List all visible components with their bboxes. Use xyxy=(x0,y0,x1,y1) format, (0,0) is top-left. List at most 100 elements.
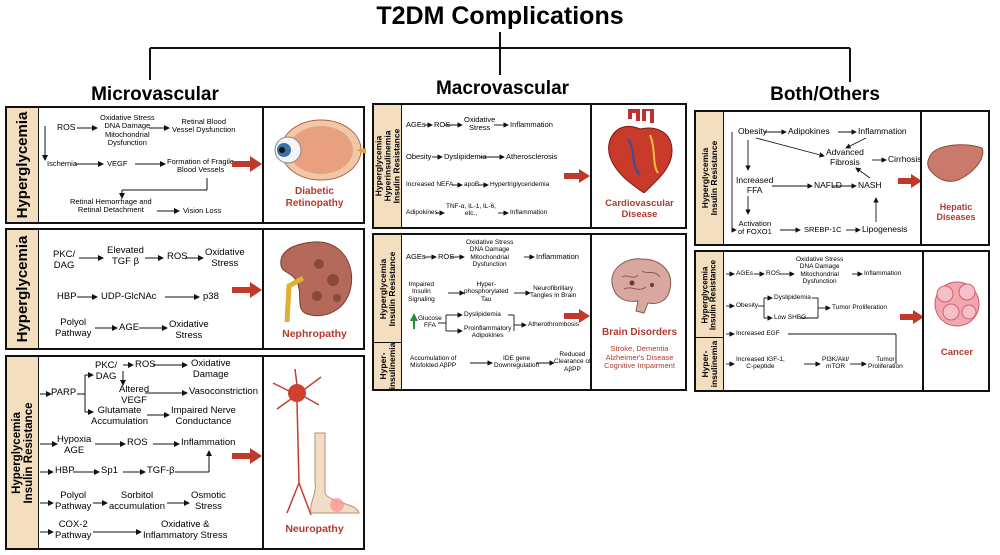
neuropathy-label: Neuropathy xyxy=(285,523,344,535)
brain-icon xyxy=(611,258,672,314)
column-heading-macrovascular: Macrovascular xyxy=(435,78,570,99)
cancer-low-shbg: Low SHBG xyxy=(774,314,807,321)
cardio-red-arrow xyxy=(564,169,590,183)
cardio-ages: AGEs xyxy=(406,120,426,129)
nephropathy-udp-glcnac: UDP-GlcNAc xyxy=(101,291,157,302)
neuropathy-oxidative-inflammatory: Oxidative &Inflammatory Stress xyxy=(143,519,228,541)
cardio-inflammation-2: Inflammation xyxy=(510,209,548,216)
brain-inflammation: Inflammation xyxy=(536,252,579,261)
brain-dyslipidemia: Dyslipidemia xyxy=(464,311,501,318)
cancer-igf1: Increased IGF-1,C-peptide xyxy=(736,356,785,371)
hepatic-srebp: SREBP-1C xyxy=(804,225,842,234)
neuropathy-ros: ROS xyxy=(135,359,156,370)
brain-ros: ROS xyxy=(438,252,455,261)
neuropathy-pkc-dag: PKC/DAG xyxy=(95,360,118,382)
retinopathy-vision-loss: Vision Loss xyxy=(183,206,222,215)
brain-red-arrow xyxy=(564,309,590,323)
retinopathy-red-arrow xyxy=(232,156,262,172)
nephropathy-pkc-dag: PKC/DAG xyxy=(53,249,76,271)
hepatic-nafld: NAFLD xyxy=(814,180,842,190)
neuropathy-image-box: Neuropathy xyxy=(262,357,363,548)
cancer-increased-egf: Increased EGF xyxy=(736,330,780,337)
cardio-arrows xyxy=(424,122,509,216)
hepatic-lipogenesis: Lipogenesis xyxy=(862,224,908,234)
cancer-label: Cancer xyxy=(940,347,974,358)
retinopathy-ros: ROS xyxy=(57,122,76,132)
tumor-cells-icon xyxy=(934,281,980,327)
cardio-apob: apoB xyxy=(464,181,480,188)
neuropathy-arrows xyxy=(40,362,212,535)
cancer-tumor-proliferation: Tumor Proliferation xyxy=(832,304,888,311)
neuron-foot-icon xyxy=(272,368,360,516)
column-heading-both-others: Both/Others xyxy=(770,84,880,105)
retinopathy-vegf: VEGF xyxy=(107,159,128,168)
cancer-pi3k: PI3K/Akt/mTOR xyxy=(822,356,850,371)
nephropathy-arrows xyxy=(77,255,204,331)
nephropathy-red-arrow xyxy=(232,282,262,298)
neuropathy-vasoconstriction: Vasoconstriction xyxy=(189,386,258,397)
cardio-adipokines: Adipokines xyxy=(406,209,438,216)
cardio-nefa: Increased NEFA xyxy=(406,181,454,188)
cancer-red-arrow xyxy=(900,310,924,324)
cancer-dyslipidemia: Dyslipidemia xyxy=(774,294,811,301)
hepatic-nash: NASH xyxy=(858,180,882,190)
retinopathy-arrows xyxy=(42,125,208,214)
hepatic-adipokines: Adipokines xyxy=(788,126,830,136)
cancer-image-box: Cancer xyxy=(922,252,988,390)
neuropathy-red-arrow xyxy=(232,448,262,464)
hepatic-cirrhosis: Cirrhosis xyxy=(888,154,922,164)
page-title: T2DM Complications xyxy=(376,2,624,30)
cardio-inflammation: Inflammation xyxy=(510,120,553,129)
liver-icon xyxy=(927,144,984,182)
cardio-ros: ROS xyxy=(434,120,451,129)
cardio-obesity: Obesity xyxy=(406,152,432,161)
nephropathy-image-box: Nephropathy xyxy=(262,230,363,348)
brain-side-label-box-2: Hyper-insulinemia xyxy=(374,343,402,389)
neuropathy-inflammation: Inflammation xyxy=(181,437,236,448)
nephropathy-ros: ROS xyxy=(167,251,188,262)
nephropathy-hbp: HBP xyxy=(57,291,77,302)
cancer-obesity: Obesity xyxy=(736,302,759,309)
brain-ages: AGEs xyxy=(406,252,426,261)
eye-icon xyxy=(274,119,366,181)
